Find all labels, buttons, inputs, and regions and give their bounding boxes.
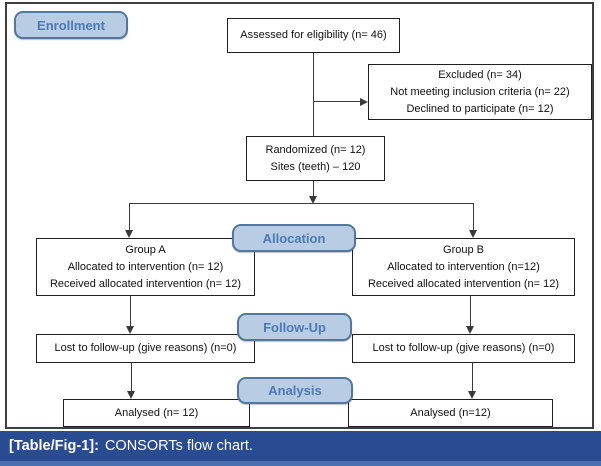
group-b-text-line: Allocated to intervention (n=12): [387, 260, 540, 273]
arrowhead-down-lost-a-icon: [126, 326, 134, 334]
connector-to-excluded: [313, 101, 361, 103]
arrowhead-down-analysed-b-icon: [468, 391, 476, 399]
figure-frame: [5, 2, 594, 429]
group-b-box: Group B Allocated to intervention (n=12)…: [352, 238, 575, 296]
lost-to-follow-up-a-box: Lost to follow-up (give reasons) (n=0): [36, 334, 255, 363]
arrowhead-down-branch-icon: [309, 196, 317, 204]
enrollment-stage-badge: Enrollment: [14, 11, 128, 39]
excluded-text-line: Excluded (n= 34): [438, 68, 522, 81]
arrowhead-down-lost-b-icon: [466, 326, 474, 334]
connector-branch-to-group-b: [473, 203, 475, 231]
excluded-box: Excluded (n= 34) Not meeting inclusion c…: [368, 64, 592, 120]
connector-lost-a-to-analysed-a: [131, 363, 133, 392]
group-a-text-line: Allocated to intervention (n= 12): [67, 260, 224, 273]
allocation-stage-label: Allocation: [262, 230, 326, 246]
excluded-text-line: Not meeting inclusion criteria (n= 22): [390, 85, 570, 98]
caption-bottom-strip: [0, 461, 601, 466]
connector-lost-b-to-analysed-b: [472, 363, 474, 392]
analysis-stage-badge: Analysis: [237, 377, 353, 404]
assessed-for-eligibility-box: Assessed for eligibility (n= 46): [227, 18, 400, 53]
arrowhead-down-analysed-a-icon: [127, 391, 135, 399]
lost-a-text-line: Lost to follow-up (give reasons) (n=0): [54, 342, 237, 354]
randomized-text-line: Sites (teeth) – 120: [270, 160, 361, 173]
analysed-b-text-line: Analysed (n=12): [410, 406, 491, 419]
figure-caption-text: CONSORTs flow chart.: [104, 438, 253, 454]
allocation-stage-badge: Allocation: [232, 224, 356, 252]
branch-line: [129, 203, 474, 205]
connector-group-a-to-lost-a: [130, 296, 132, 327]
arrowhead-right-excluded-icon: [360, 98, 368, 106]
connector-randomized-to-branch: [313, 181, 315, 197]
follow-up-stage-badge: Follow-Up: [237, 313, 352, 341]
analysed-a-text-line: Analysed (n= 12): [114, 406, 199, 419]
connector-group-b-to-lost-b: [470, 296, 472, 327]
group-a-text-line: Group A: [125, 243, 166, 256]
group-b-text-line: Received allocated intervention (n= 12): [367, 277, 560, 290]
connector-assessed-to-randomized: [313, 53, 315, 136]
randomized-box: Randomized (n= 12) Sites (teeth) – 120: [246, 136, 385, 181]
analysed-b-box: Analysed (n=12): [348, 399, 553, 427]
group-a-text-line: Received allocated intervention (n= 12): [49, 277, 242, 290]
follow-up-stage-label: Follow-Up: [263, 319, 326, 335]
lost-to-follow-up-b-box: Lost to follow-up (give reasons) (n=0): [352, 334, 575, 363]
group-a-box: Group A Allocated to intervention (n= 12…: [36, 238, 255, 296]
analysed-a-box: Analysed (n= 12): [63, 399, 250, 427]
assessed-text-line: Assessed for eligibility (n= 46): [240, 29, 387, 41]
figure-caption-label: [Table/Fig-1]:: [9, 438, 99, 454]
connector-branch-to-group-a: [129, 203, 131, 231]
figure-caption: [Table/Fig-1]: CONSORTs flow chart.: [0, 431, 601, 461]
excluded-text-line: Declined to participate (n= 12): [406, 102, 554, 115]
randomized-text-line: Randomized (n= 12): [265, 143, 366, 156]
arrowhead-down-group-b-icon: [469, 230, 477, 238]
lost-b-text-line: Lost to follow-up (give reasons) (n=0): [372, 342, 555, 354]
analysis-stage-label: Analysis: [268, 383, 322, 398]
group-b-text-line: Group B: [443, 243, 484, 256]
enrollment-stage-label: Enrollment: [37, 17, 105, 33]
arrowhead-down-group-a-icon: [125, 230, 133, 238]
